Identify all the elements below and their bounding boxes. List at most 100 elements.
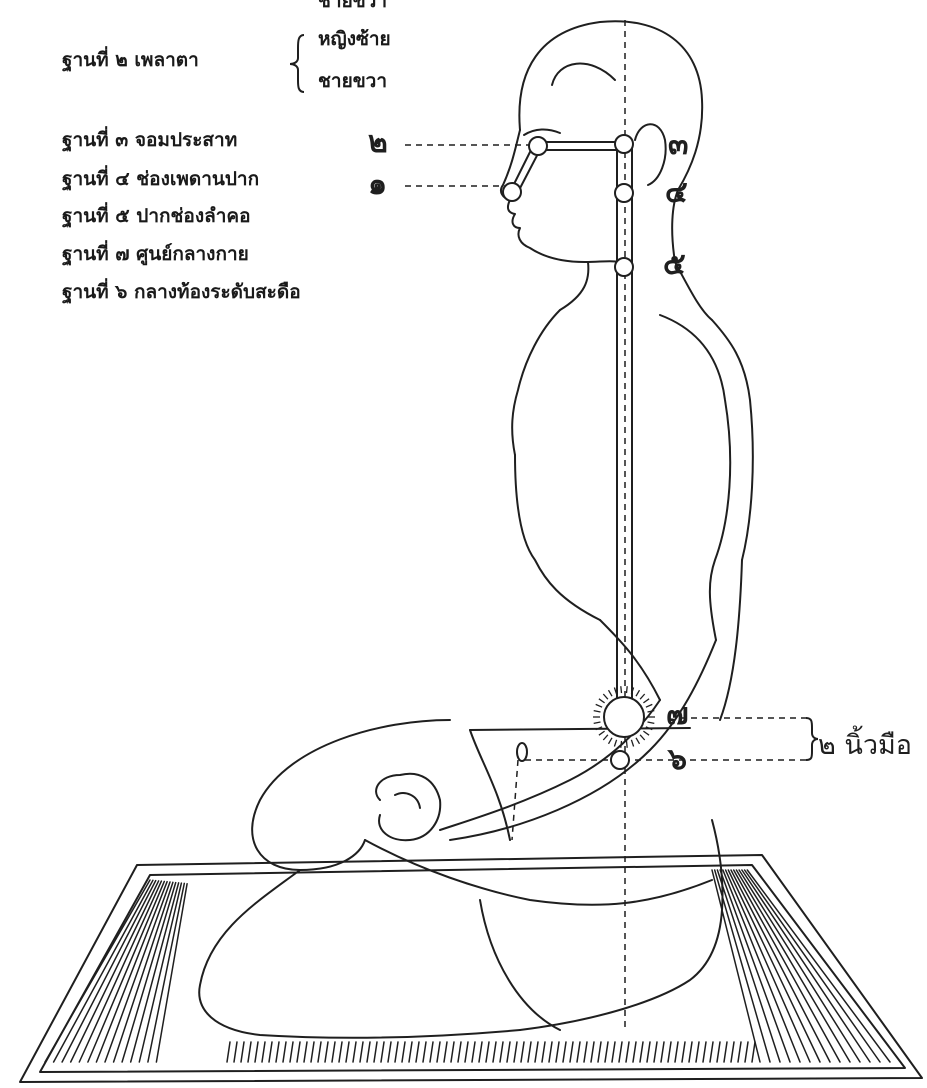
mat-weave-line [675,1042,678,1062]
mat-weave-line [703,1042,706,1062]
radiance-ray [621,741,622,748]
mat-weave-line [276,1042,279,1062]
radiance-ray [636,738,640,744]
mat-weave-line [451,1042,454,1062]
mat-weave-line [640,1042,643,1062]
point-label-5: ๕ [663,250,686,280]
radiance-ray [646,704,652,707]
radiance-ray [603,735,608,740]
measurement-label: ๒ นิ้วมือ [818,723,912,766]
point-label-2: ๒ [368,128,388,158]
mat-weave-line [633,1042,636,1062]
mat-weave-line [752,1042,755,1062]
point-label-6: ๖ [668,745,687,775]
lap-line [365,840,712,905]
mat-weave-line [339,1042,342,1062]
front-shin [199,870,520,1038]
mat-weave-line [619,1042,622,1062]
mat-weave-line [535,1042,538,1062]
node-p6-navel [611,751,629,769]
node-p2-eye [529,137,547,155]
forearm [450,640,716,840]
arm-inner [600,620,660,700]
node-p5-throat [615,258,633,276]
mat-weave-line [472,1042,475,1062]
mat-weave-line [734,870,840,1062]
mat-weave-line [45,880,150,1062]
radiance-ray [631,740,633,747]
mat-weave-line [724,1042,727,1062]
mat-weave-line [241,1042,244,1062]
mat-weave-line [437,1042,440,1062]
mat-weave-line [423,1042,426,1062]
radiance-ray [609,690,613,696]
front-body-dashed [512,760,518,840]
mat-weave-line [395,1042,398,1062]
mat-weave-line [444,1042,447,1062]
mat-weave-line [465,1042,468,1062]
radiance-ray [643,731,649,735]
mat-weave-line [402,1042,405,1062]
mat-weave-line [747,870,890,1062]
mat-weave-line [479,1042,482,1062]
mat-weave-line [745,1042,748,1062]
radiance-ray [648,711,655,712]
front-knee [252,720,450,870]
mat-weave-line [570,1042,573,1062]
mat-weave-line [269,1042,272,1062]
mat-weave-line [598,1042,601,1062]
node-p7-center [604,697,644,737]
radiance-ray [594,722,601,723]
mat-weave-line [62,881,156,1062]
mat-weave-line [360,1042,363,1062]
radiance-ray [614,740,616,747]
mat-weave-line [311,1042,314,1062]
mat-weave-line [325,1042,328,1062]
mat-weave-line [262,1042,265,1062]
node-p1-nostril [503,183,521,201]
mat-weave-line [528,1042,531,1062]
radiance-ray [627,741,628,748]
radiance-ray [596,704,602,707]
mat-weave-line [493,1042,496,1062]
radiance-ray [636,690,640,696]
mat-weave-line [388,1042,391,1062]
eye-to-crown-channel [538,142,620,150]
radiance-ray [599,731,605,735]
mat-weave-line [381,1042,384,1062]
mat-weave-line [738,1042,741,1062]
radiance-ray [648,722,655,723]
mat-weave-line [409,1042,412,1062]
mat-weave-line [486,1042,489,1062]
point-label-4: ๔ [665,178,688,208]
legend-base2: ฐานที่ ๒ เพลาตา [62,45,199,75]
mat-weave-line [591,1042,594,1062]
mat-weave-line [346,1042,349,1062]
mat-weave-line [283,1042,286,1062]
mat-weave-line [507,1042,510,1062]
legend-item-base7: ฐานที่ ๗ ศูนย์กลางกาย [62,239,249,269]
mat-weave-line [731,1042,734,1062]
leg-crease [480,900,560,1030]
mat-weave-line [577,1042,580,1062]
back-leg [520,820,723,1030]
mat-weave-line [227,1042,230,1062]
mat-weave-line [304,1042,307,1062]
radiance-ray [599,699,605,703]
mat-weave-line [114,882,173,1062]
navel-mark [517,743,527,761]
shoulder-front [512,310,560,455]
radiance-ray [643,699,649,703]
legend-item-base6: ฐานที่ ๖ กลางท้องระดับสะดือ [62,277,301,307]
mat-weave-line [626,1042,629,1062]
radiance-ray [640,735,645,740]
mat-weave-line [717,1042,720,1062]
point-label-7: ๗ [666,700,689,730]
mat-weave-line [584,1042,587,1062]
hands-detail [395,793,420,808]
mat-weave-line [612,1042,615,1062]
node-p3-crown [615,135,633,153]
node-p4-palate [615,184,633,202]
legend-item-base5: ฐานที่ ๕ ปากช่องลำคอ [62,201,251,231]
